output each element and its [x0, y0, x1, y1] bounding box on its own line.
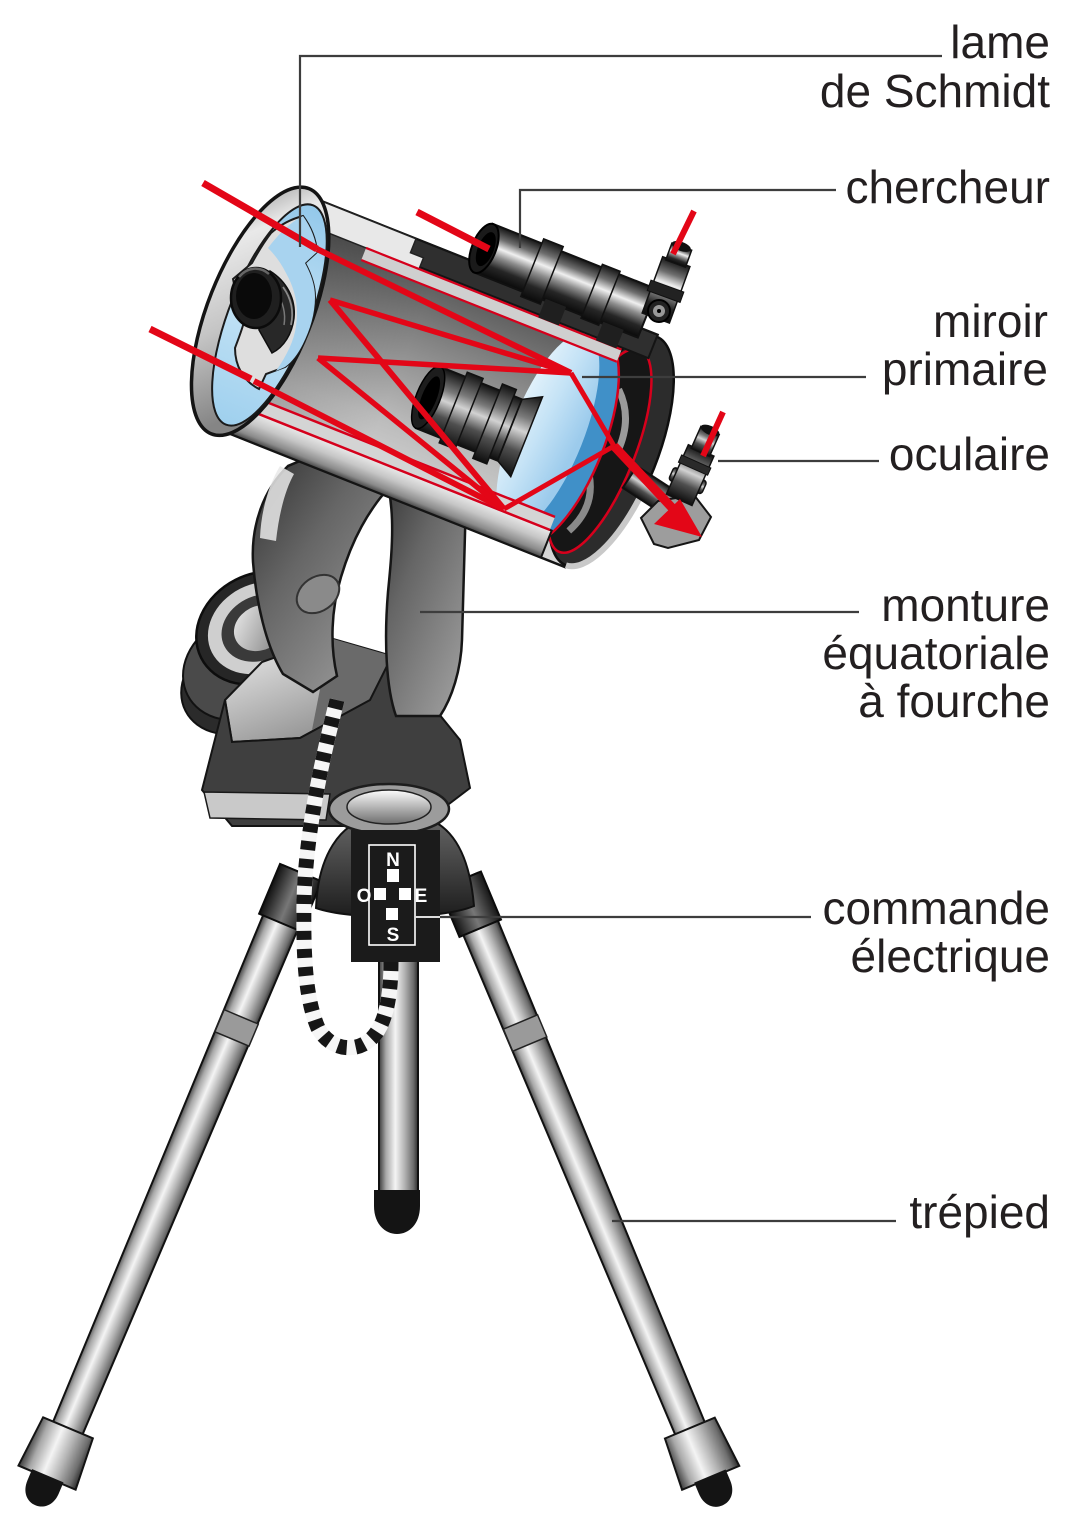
svg-text:monture: monture [881, 579, 1050, 631]
svg-text:E: E [415, 886, 428, 907]
svg-text:miroir: miroir [933, 295, 1048, 347]
svg-text:oculaire: oculaire [889, 428, 1050, 480]
svg-text:de Schmidt: de Schmidt [820, 65, 1050, 117]
svg-text:S: S [387, 925, 400, 946]
svg-text:primaire: primaire [882, 343, 1048, 395]
svg-text:O: O [357, 886, 372, 907]
svg-text:équatoriale: équatoriale [822, 627, 1050, 679]
svg-text:commande: commande [822, 882, 1050, 934]
svg-text:N: N [386, 850, 400, 871]
svg-text:à fourche: à fourche [858, 675, 1050, 727]
svg-text:lame: lame [950, 16, 1050, 68]
svg-text:électrique: électrique [851, 930, 1050, 982]
svg-text:trépied: trépied [909, 1186, 1050, 1238]
svg-text:chercheur: chercheur [845, 161, 1050, 213]
